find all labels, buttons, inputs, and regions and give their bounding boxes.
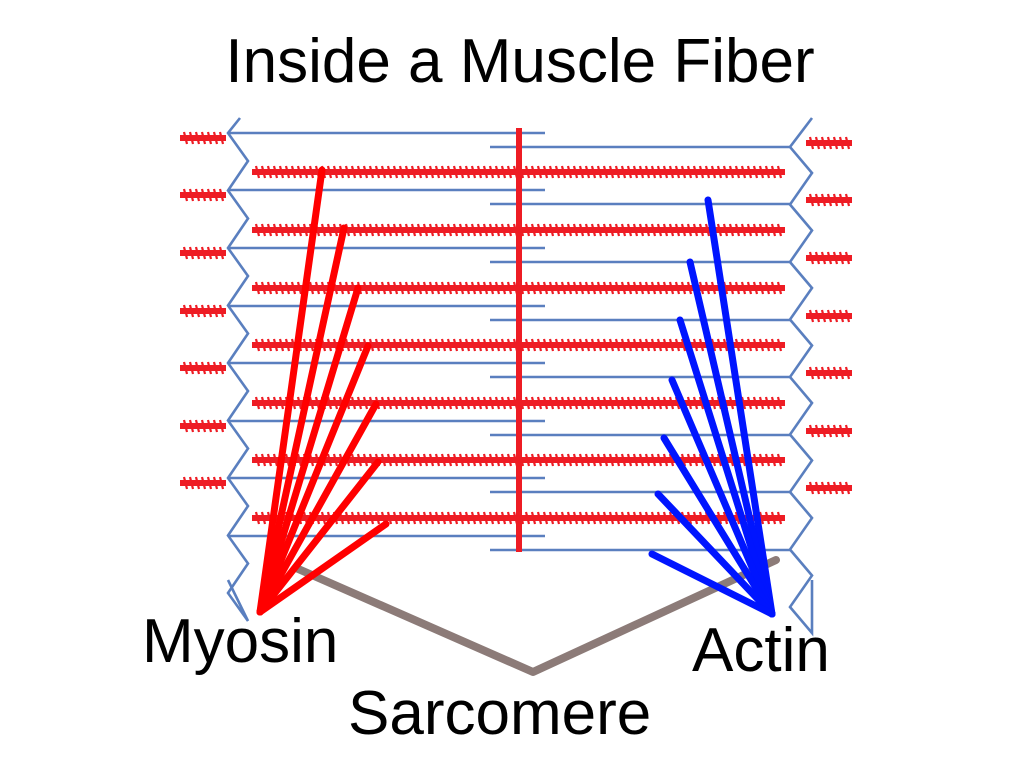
z-disc-right [788, 117, 814, 637]
actin-pointer-line [704, 196, 776, 618]
myosin-stub-right [806, 309, 852, 323]
myosin-stub-left [180, 131, 226, 145]
myosin-pointer-line [256, 284, 362, 616]
myosin-pointer-line [256, 342, 372, 616]
myosin-pointer-line [256, 224, 348, 616]
myosin-stub-right [806, 366, 852, 380]
myosin-stub-right [806, 251, 852, 265]
myosin-pointer-line [256, 166, 326, 616]
myosin-stub-left [180, 476, 226, 490]
actin-pointer-line [648, 550, 776, 618]
z-disc-left [226, 117, 250, 622]
myosin-stub-right [806, 193, 852, 207]
diagram-title: Inside a Muscle Fiber [225, 27, 815, 96]
myosin-stub-left [180, 361, 226, 375]
actin-pointer-line [654, 490, 776, 618]
actin-label: Actin [692, 616, 830, 685]
sarcomere-bracket-line [292, 556, 780, 676]
myosin-pointer-line [256, 400, 380, 616]
myosin-pointer-line [256, 458, 382, 616]
label-pointers [256, 166, 776, 618]
myosin-pointer-line [256, 520, 390, 616]
sarcomere-bracket [292, 556, 780, 676]
myosin-stub-right [806, 481, 852, 495]
myosin-stub-left [180, 246, 226, 260]
actin-pointer-line [676, 316, 776, 618]
myosin-stub-right [806, 136, 852, 150]
myosin-stub-left [180, 188, 226, 202]
actin-pointer-line [660, 434, 776, 618]
sarcomere-label: Sarcomere [348, 679, 652, 748]
actin-pointer-line [668, 376, 776, 618]
actin-filaments [226, 117, 814, 637]
myosin-stub-right [806, 424, 852, 438]
myosin-stub-left [180, 304, 226, 318]
myosin-label: Myosin [142, 607, 339, 676]
actin-pointer-line [686, 258, 776, 618]
myosin-stub-left [180, 419, 226, 433]
